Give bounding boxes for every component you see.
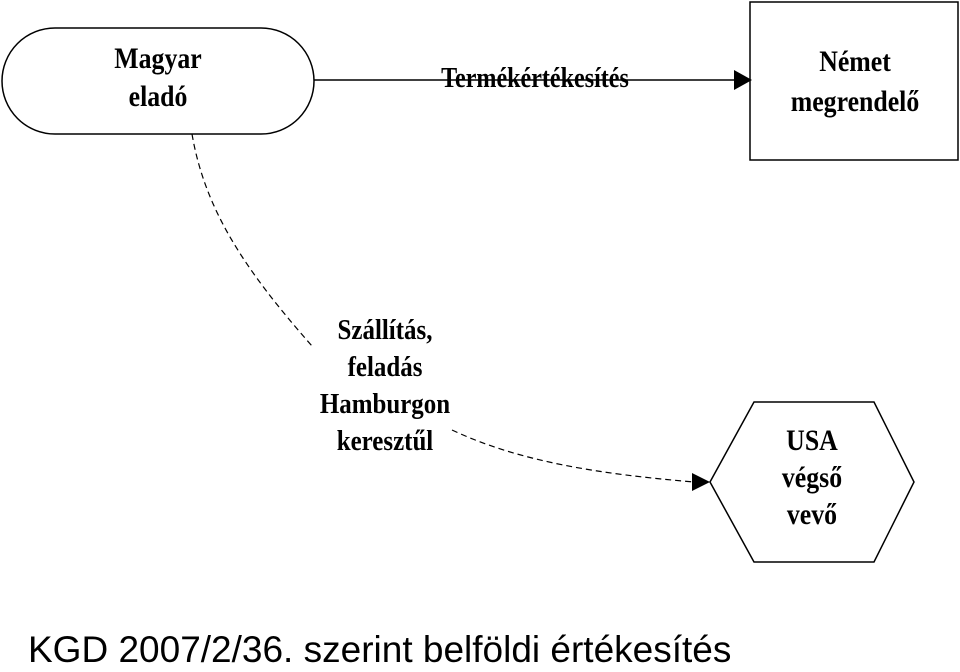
- sales-arrowhead: [734, 70, 752, 90]
- seller-label-line: Magyar: [114, 42, 202, 75]
- seller-label-line: eladó: [128, 80, 188, 113]
- diagram-caption: KGD 2007/2/36. szerint belföldi értékesí…: [28, 629, 732, 670]
- usa-label-line: vevő: [786, 498, 838, 531]
- sales-label-text: Termékértékesítés: [441, 63, 629, 94]
- shipping-arrowhead: [692, 473, 710, 491]
- buyer-label-line: Német: [819, 45, 891, 78]
- seller-node-label: Magyar eladó: [32, 40, 283, 116]
- shipping-label-line: Szállítás,: [337, 314, 433, 346]
- shipping-path-upper: [191, 133, 313, 347]
- shipping-label-line: keresztűl: [336, 425, 434, 457]
- sales-edge-label: Termékértékesítés: [410, 62, 659, 96]
- shipping-label-line: feladás: [347, 351, 423, 383]
- usa-label-line: végső: [781, 461, 843, 494]
- shipping-path-lower: [451, 429, 695, 483]
- buyer-label-line: megrendelő: [790, 85, 920, 118]
- buyer-node-label: Német megrendelő: [766, 42, 943, 122]
- usa-node-label: USA végső vevő: [726, 422, 898, 533]
- buyer-node-shape: [749, 1, 959, 161]
- shipping-label-line: Hamburgon: [319, 388, 451, 420]
- seller-node-shape: [1, 27, 315, 135]
- usa-label-line: USA: [786, 424, 838, 457]
- shipping-edge-label: Szállítás, feladás Hamburgon keresztűl: [286, 312, 484, 460]
